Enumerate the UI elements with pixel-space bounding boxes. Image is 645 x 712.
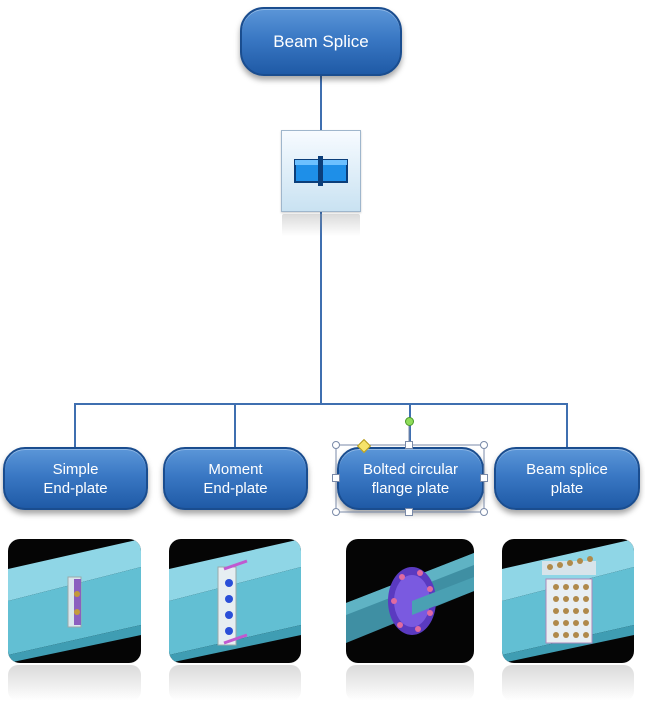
resize-handle-tl[interactable] [332,441,340,449]
resize-handle-br[interactable] [480,508,488,516]
connector-child-4 [566,403,568,447]
beam-splice-icon[interactable] [281,130,361,212]
resize-handle-ml[interactable] [332,474,340,482]
selection-frame [335,421,485,513]
beam-splice-glyph [294,156,348,186]
thumbnail-reflection [169,665,301,701]
child-node-label: Moment End-plate [203,460,268,497]
thumbnail-reflection [502,665,634,701]
thumbnail-reflection [346,665,474,701]
child-node-bolted-circular-flange-plate[interactable]: Bolted circular flange plate [337,447,484,510]
child-node-simple-end-plate[interactable]: Simple End-plate [3,447,148,510]
child-node-beam-splice-plate[interactable]: Beam splice plate [494,447,640,510]
thumbnail-reflection [8,665,141,701]
child-node-label: Bolted circular flange plate [362,460,459,497]
root-node-label: Beam Splice [273,32,369,51]
connector-icon-to-bus [320,212,322,404]
simple-end-plate-render [8,539,141,663]
child-node-moment-end-plate[interactable]: Moment End-plate [163,447,308,510]
child-node-label: Simple End-plate [43,460,108,497]
resize-handle-tr[interactable] [480,441,488,449]
connector-child-2 [234,403,236,447]
moment-end-plate-render [169,539,301,663]
rotation-handle[interactable] [405,417,414,426]
connector-root-to-icon [320,76,322,130]
resize-handle-bm[interactable] [405,508,413,516]
splice-plate-render [502,539,634,663]
root-node[interactable]: Beam Splice [240,7,402,76]
icon-reflection [282,214,360,236]
circular-flange-plate-render [346,539,474,663]
child-node-label: Beam splice plate [526,460,608,497]
resize-handle-tm[interactable] [405,441,413,449]
resize-handle-bl[interactable] [332,508,340,516]
connector-bus [74,403,568,405]
resize-handle-mr[interactable] [480,474,488,482]
connector-child-1 [74,403,76,447]
